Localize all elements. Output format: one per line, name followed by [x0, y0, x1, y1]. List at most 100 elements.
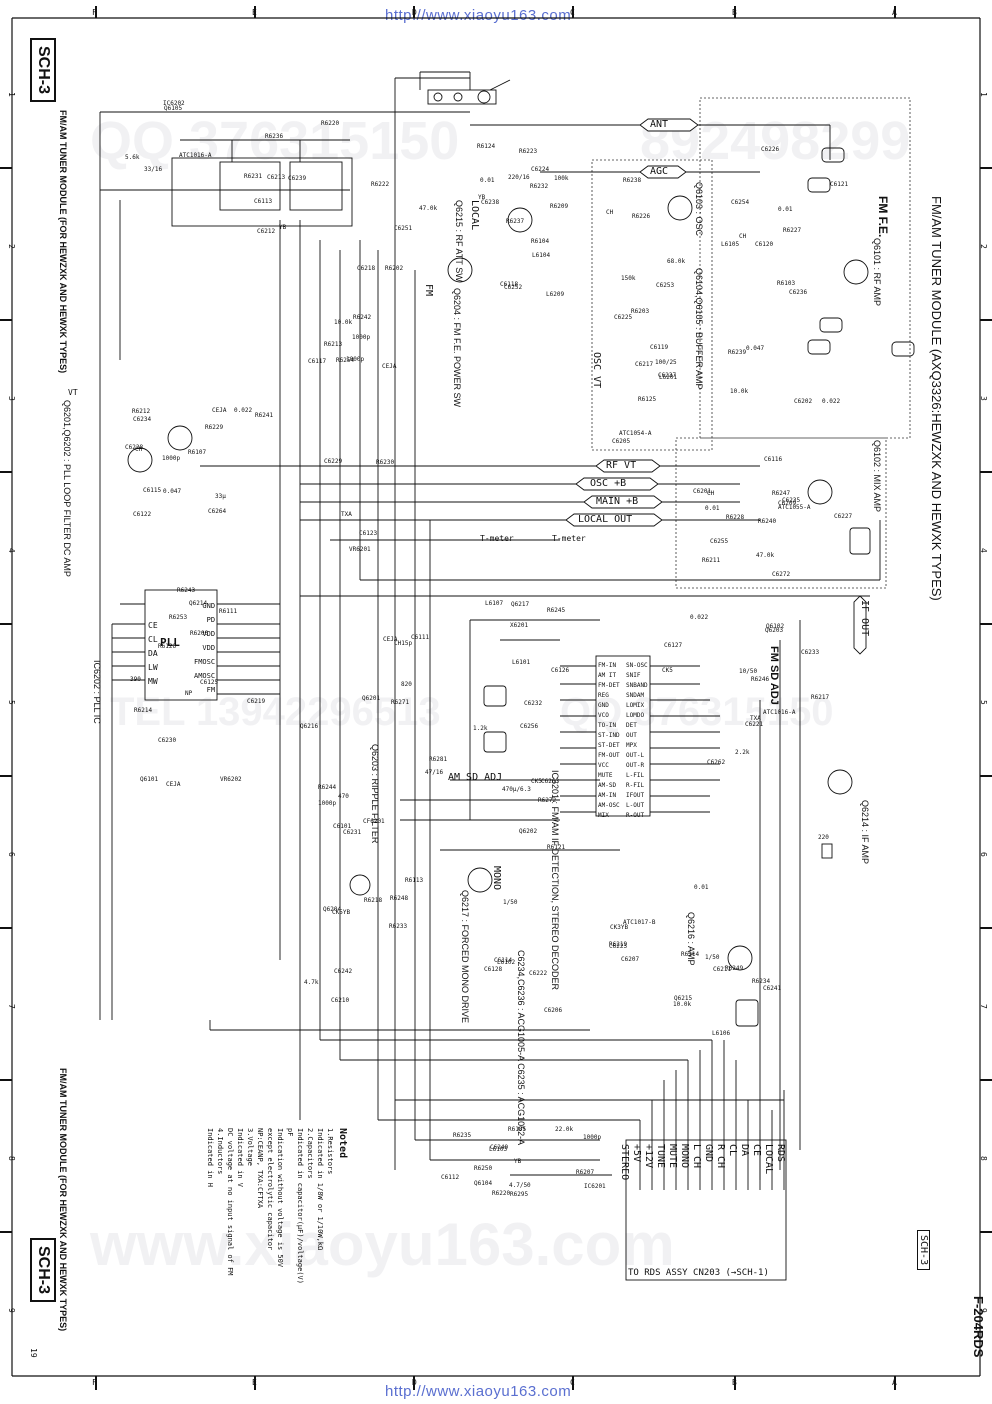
side-title-bottom: FM/AM TUNER MODULE (FOR HEWZXK AND HEWXK…	[58, 1068, 68, 1332]
component-ref: CH	[707, 490, 715, 497]
component-ref: CK3YB	[610, 924, 629, 931]
component-ref: 1000p	[583, 1134, 602, 1141]
grid-row-number: 2	[7, 244, 16, 249]
block-q6101: Q6101 : RF AMP	[872, 238, 882, 307]
component-ref: R6111	[219, 608, 238, 615]
component-ref: C6240	[490, 1144, 509, 1151]
component-ref: C6255	[710, 538, 729, 545]
component-ref: R6212	[132, 408, 151, 415]
component-ref: C6218	[357, 265, 376, 272]
component-ref: R6281	[429, 756, 448, 763]
component-ref: 100/25	[655, 359, 677, 366]
component-ref: 1000p	[346, 356, 365, 363]
component-ref: C6217	[635, 361, 654, 368]
component-ref: R6237	[506, 218, 525, 225]
component-ref: C6237	[658, 372, 677, 379]
signal-ant: ANT	[650, 119, 669, 130]
grid-row-number: 2	[979, 244, 988, 249]
component-ref: 47/16	[425, 769, 444, 776]
component-ref: R6206	[190, 630, 209, 637]
component-ref: 470μ/6.3	[502, 786, 531, 793]
label-mono: MONO	[491, 866, 502, 891]
connector-pin: STEREO	[619, 1144, 630, 1181]
pll-ic-name: PLL	[160, 636, 180, 649]
label-fm-sd-adj: FM SD ADJ	[768, 646, 780, 705]
component-ref: 4.7/50	[509, 1182, 531, 1189]
component-ref: C6101	[333, 823, 352, 830]
grid-row-number: 4	[979, 548, 988, 553]
signal-agc: AGC	[650, 166, 669, 177]
grid-col-f-bottom: F	[92, 1378, 97, 1387]
component-ref: 5.6k	[125, 154, 140, 161]
component-ref: R6244	[318, 784, 337, 791]
component-ref: C6210	[331, 997, 350, 1004]
connector-pin: LOCAL	[763, 1144, 774, 1175]
component-ref: 4.7k	[304, 979, 319, 986]
component-ref: R6103	[777, 280, 796, 287]
connector-pin: MUTE	[667, 1144, 678, 1169]
component-ref: 33μ	[215, 493, 226, 500]
component-ref: R6226	[632, 213, 651, 220]
component-ref: C6225	[614, 314, 633, 321]
sheet-code-bottom: SCH-3	[30, 1238, 56, 1303]
component-ref: CH15p	[394, 640, 413, 647]
component-ref: R6228	[726, 514, 745, 521]
component-ref: 47.0k	[419, 205, 438, 212]
component-ref: L6107	[485, 600, 504, 607]
grid-row-number: 3	[7, 396, 16, 401]
component-ref: C6253	[656, 282, 675, 289]
component-ref: 68.0k	[667, 258, 686, 265]
component-ref: R6295	[510, 1191, 529, 1198]
component-ref: R6220	[492, 1190, 511, 1197]
component-ref: C6121	[830, 181, 849, 188]
component-ref: C6213	[267, 174, 286, 181]
signal-rf-vt: RF VT	[606, 460, 637, 471]
component-ref: Q6217	[511, 601, 530, 608]
model-number: F-204RDS	[971, 1296, 986, 1358]
top-url[interactable]: http://www.xiaoyu163.com	[385, 7, 572, 24]
component-ref: 0.022	[234, 407, 253, 414]
grid-row-number: 7	[7, 1004, 16, 1009]
component-ref: 820	[401, 681, 412, 688]
component-ref: 0.01	[705, 505, 720, 512]
component-ref: C6128	[484, 966, 503, 973]
component-ref: R6239	[728, 349, 747, 356]
block-q6215: Q6215 : RF ATT SW	[454, 200, 464, 282]
component-ref: CH	[739, 233, 747, 240]
component-ref: 1.2k	[473, 725, 488, 732]
component-ref: 0.01	[480, 177, 495, 184]
grid-col-d: D	[412, 8, 417, 17]
connector-pin: +12V	[643, 1144, 654, 1169]
component-ref: R6223	[519, 148, 538, 155]
component-ref: C6272	[772, 571, 791, 578]
block-cap-note: C6234,C6236 : ACG1005-A C6235 : ACG1052-…	[516, 950, 526, 1146]
component-ref: R6247	[772, 490, 791, 497]
connector-pin: L CH	[691, 1144, 702, 1169]
component-ref: C6118	[500, 281, 519, 288]
block-q6104: Q6104,Q6105 : BUFFER AMP	[694, 268, 704, 390]
component-ref: 1000p	[162, 455, 181, 462]
block-q6103: Q6103 : OSC	[694, 182, 704, 237]
pll-right-pins: GND PD VDD VDD FMOSC AMOSC FM	[194, 602, 216, 694]
component-ref: C6226	[761, 146, 780, 153]
component-ref: C6115	[143, 487, 162, 494]
component-ref: 0.01	[778, 206, 793, 213]
signal-osc-vt: OSC VT	[591, 352, 602, 389]
component-ref: Q6203	[765, 627, 784, 634]
grid-col-b: B	[732, 8, 737, 17]
grid-row-number: 4	[7, 548, 16, 553]
component-ref: R6236	[265, 133, 284, 140]
connector-pin: DA	[739, 1144, 750, 1157]
component-ref: Q6216	[300, 723, 319, 730]
signal-osc-b: OSC +B	[590, 478, 627, 489]
bottom-url[interactable]: http://www.xiaoyu163.com	[385, 1383, 572, 1400]
grid-col-c: C	[570, 8, 575, 17]
component-ref: Q6202	[519, 828, 538, 835]
component-ref: C6230	[158, 737, 177, 744]
block-q6217: Q6217 : FORCED MONO DRIVE	[460, 890, 470, 1024]
watermark-tel: TEL 13942296513	[110, 690, 441, 734]
component-ref: C6126	[551, 667, 570, 674]
component-ref: R6114	[681, 951, 700, 958]
